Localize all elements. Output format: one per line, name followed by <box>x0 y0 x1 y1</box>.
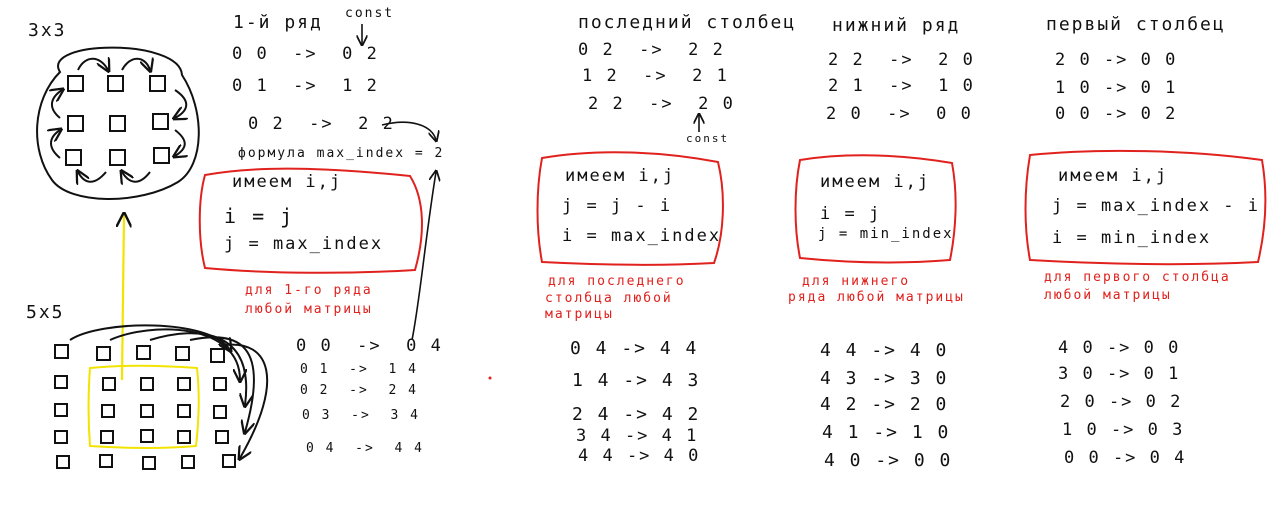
firstcol-5x5-line: 2 0 -> 0 2 <box>1060 392 1183 412</box>
box3-have: имеем i,j <box>820 172 931 192</box>
box2-line2: i = max_index <box>562 226 722 246</box>
grid-3x3 <box>36 46 200 200</box>
bottom-5x5-line: 4 4 -> 4 0 <box>820 340 949 361</box>
box3-note1: для нижнего <box>802 274 911 289</box>
firstcol-3x3-line: 2 0 -> 0 0 <box>1055 50 1178 70</box>
row1-5x5-line: 0 1 -> 1 4 <box>300 362 418 377</box>
yellow-arrow <box>122 215 124 381</box>
box2-line1: j = j - i <box>562 196 673 216</box>
formula-text: формула max_index = 2 <box>238 146 445 161</box>
bottom-3x3-line: 2 0 -> 0 0 <box>826 104 973 124</box>
row1-5x5-line: 0 3 -> 3 4 <box>302 408 420 423</box>
firstcol-5x5-line: 3 0 -> 0 1 <box>1058 364 1181 384</box>
firstcol-3x3-line: 0 0 -> 0 2 <box>1055 104 1178 124</box>
cell <box>152 113 169 130</box>
grid-5x5-label: 5x5 <box>26 302 65 323</box>
bottom-3x3-line: 2 1 -> 1 0 <box>828 76 975 96</box>
row1-5x5-line: 0 0 -> 0 4 <box>296 336 443 356</box>
cell <box>109 115 126 132</box>
cell <box>67 115 84 132</box>
lastcol-3x3-line: 1 2 -> 2 1 <box>582 66 729 86</box>
box3-line2: j = min_index <box>818 226 954 242</box>
firstcol-5x5-line: 0 0 -> 0 4 <box>1064 448 1187 468</box>
firstcol-3x3-line: 1 0 -> 0 1 <box>1055 78 1178 98</box>
red-box-1 <box>198 167 423 274</box>
inner-square-highlight <box>87 364 200 449</box>
box4-line2: i = min_index <box>1052 228 1212 248</box>
lastcol-3x3-line: 0 2 -> 2 2 <box>578 40 725 60</box>
box3-note2: ряда любой матрицы <box>788 290 965 305</box>
box1-have: имеем i,j <box>232 172 343 192</box>
column-title-last-col: последний столбец <box>578 12 797 33</box>
box1-note1: для 1-го ряда <box>245 283 373 298</box>
box4-have: имеем i,j <box>1058 166 1169 186</box>
row1-5x5-line: 0 2 -> 2 4 <box>300 383 418 398</box>
red-box-4 <box>1024 149 1267 266</box>
box2-note3: матрицы <box>545 307 614 322</box>
box1-line2: j = max_index <box>224 234 384 254</box>
cell <box>109 149 126 166</box>
row1-3x3-line: 0 0 -> 0 2 <box>232 44 379 64</box>
box2-note1: для последнего <box>548 274 686 289</box>
box2-have: имеем i,j <box>565 166 676 186</box>
column-title-first-col: первый столбец <box>1046 14 1226 35</box>
bottom-5x5-line: 4 1 -> 1 0 <box>822 422 951 443</box>
cell <box>107 75 124 92</box>
column-title-row1: 1-й ряд <box>233 12 323 33</box>
cell <box>153 147 170 164</box>
row1-5x5-line: 0 4 -> 4 4 <box>306 441 424 456</box>
bottom-5x5-line: 4 2 -> 2 0 <box>820 394 949 415</box>
box4-line1: j = max_index - i <box>1052 196 1260 216</box>
bottom-5x5-line: 4 3 -> 3 0 <box>820 368 949 389</box>
lastcol-5x5-line: 2 4 -> 4 2 <box>572 404 701 425</box>
column-title-bottom-row: нижний ряд <box>832 15 961 36</box>
cell <box>67 75 84 92</box>
bottom-5x5-line: 4 0 -> 0 0 <box>824 450 953 471</box>
const-label-1: const <box>345 6 395 21</box>
box1-note2: любой матрицы <box>245 302 373 317</box>
lastcol-5x5-line: 4 4 -> 4 0 <box>578 446 701 466</box>
lastcol-5x5-line: 3 4 -> 4 1 <box>576 426 699 446</box>
grid-3x3-label: 3x3 <box>28 20 67 41</box>
lastcol-5x5-line: 0 4 -> 4 4 <box>570 338 699 359</box>
firstcol-5x5-line: 4 0 -> 0 0 <box>1058 338 1181 358</box>
red-box-2 <box>536 151 724 266</box>
rotation-loop <box>36 46 200 200</box>
box1-line1: i = j <box>224 204 295 228</box>
firstcol-5x5-line: 1 0 -> 0 3 <box>1062 420 1185 440</box>
box4-note2: любой матрицы <box>1044 288 1172 303</box>
lastcol-5x5-line: 1 4 -> 4 3 <box>572 370 701 391</box>
box2-note2: столбца любой <box>545 291 673 306</box>
red-box-3 <box>794 154 957 264</box>
const-label-2: const <box>686 132 730 145</box>
grid-5x5 <box>54 324 269 470</box>
box3-line1: i = j <box>820 204 882 224</box>
bottom-3x3-line: 2 2 -> 2 0 <box>828 50 975 70</box>
row1-3x3-line: 0 1 -> 1 2 <box>232 76 379 96</box>
cell <box>149 75 166 92</box>
row1-3x3-line: 0 2 -> 2 2 <box>248 114 395 134</box>
lastcol-3x3-line: 2 2 -> 2 0 <box>588 94 735 114</box>
box4-note1: для первого столбца <box>1044 270 1231 285</box>
cell <box>65 149 82 166</box>
